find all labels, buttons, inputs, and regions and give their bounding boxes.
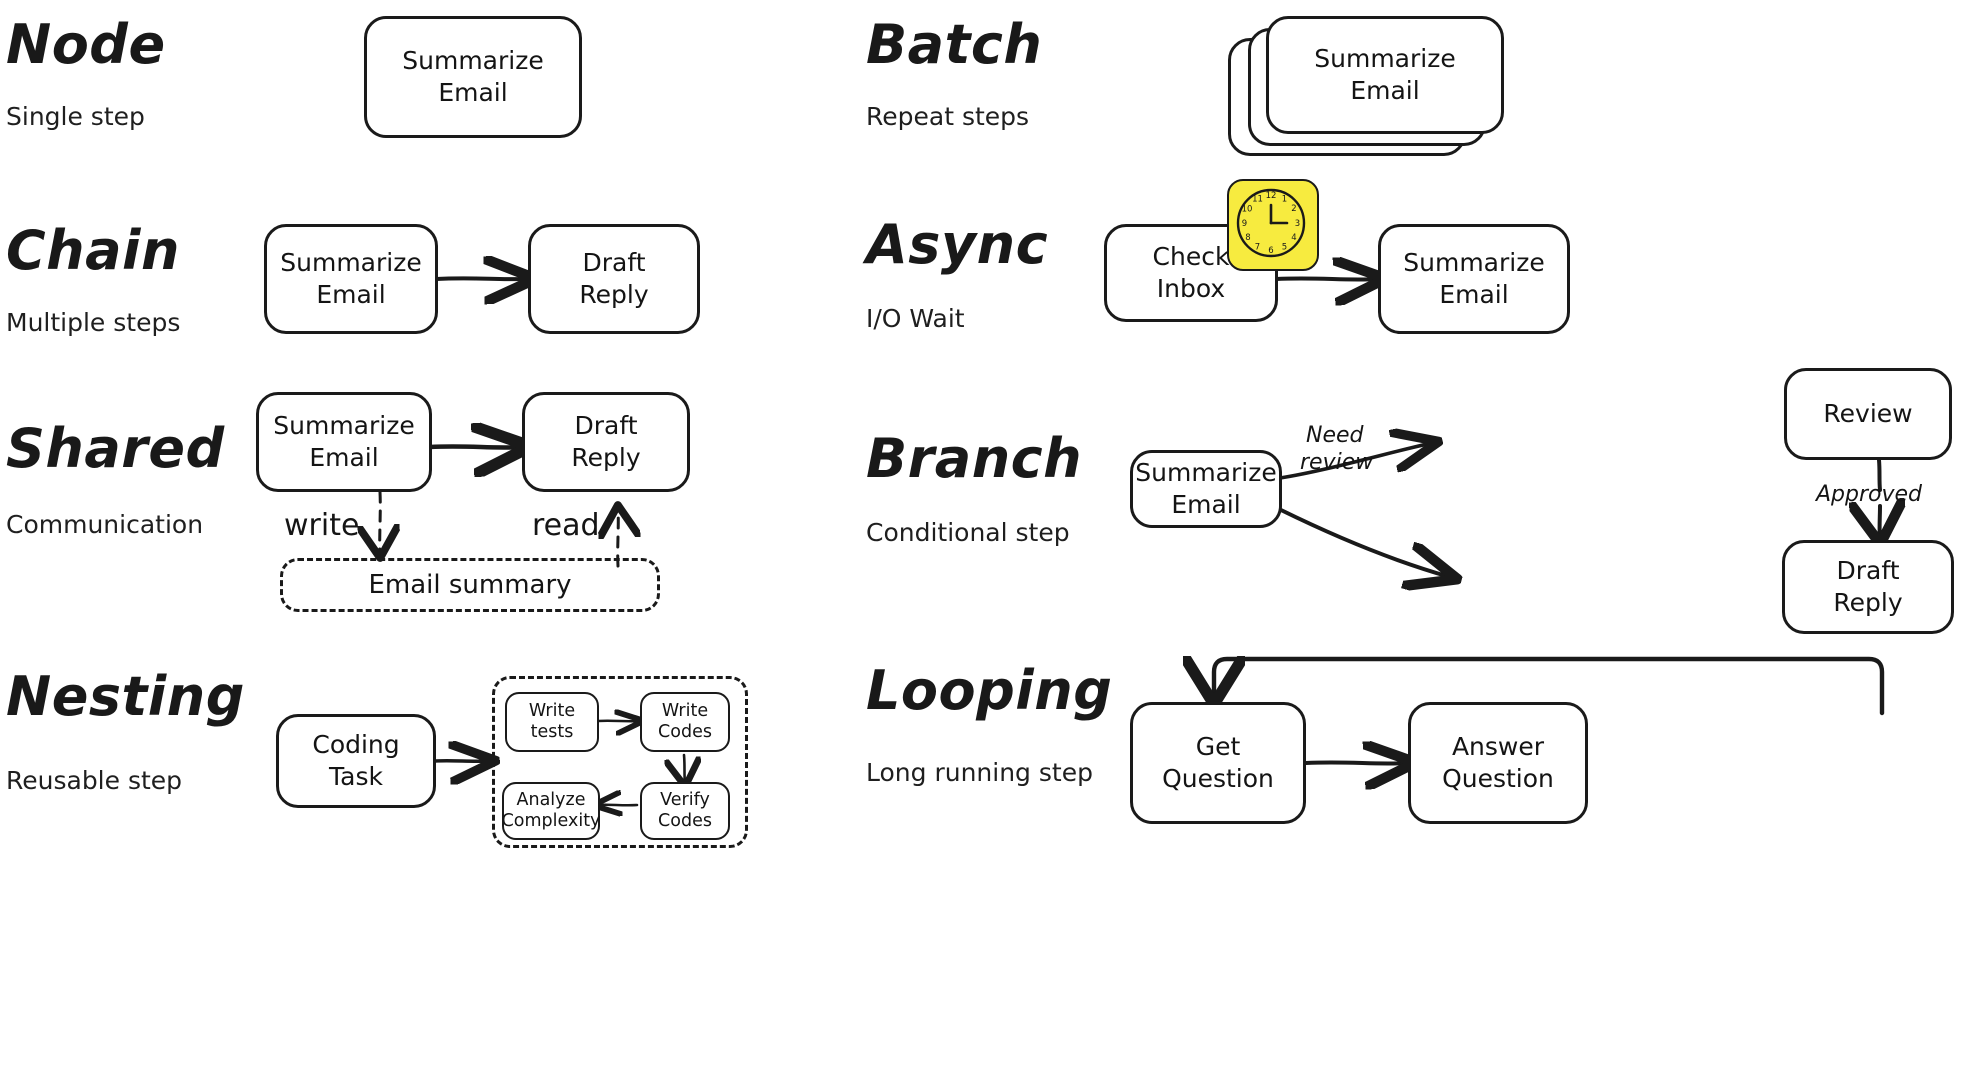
pattern-subtitle-nesting: Reusable step (6, 766, 183, 795)
pattern-title-async: Async (866, 213, 1049, 276)
svg-text:7: 7 (1255, 243, 1260, 253)
svg-text:2: 2 (1291, 204, 1296, 214)
nesting-subflow-frame (492, 676, 748, 848)
pattern-subtitle-branch: Conditional step (866, 518, 1070, 547)
pattern-subtitle-batch: Repeat steps (866, 102, 1030, 131)
shared-draft-reply[interactable]: Draft Reply (522, 392, 690, 492)
branch-review[interactable]: Review (1784, 368, 1952, 460)
nesting-write-tests[interactable]: Write tests (505, 692, 599, 752)
edge-label-write: write (284, 508, 360, 543)
pattern-title-node: Node (6, 13, 166, 76)
chain-summarize-email[interactable]: Summarize Email (264, 224, 438, 334)
pattern-title-nesting: Nesting (6, 665, 245, 728)
svg-text:1: 1 (1282, 195, 1287, 205)
looping-get-question[interactable]: Get Question (1130, 702, 1306, 824)
svg-text:10: 10 (1242, 205, 1253, 215)
edge-label-need: Need (1306, 423, 1364, 448)
svg-text:3: 3 (1295, 219, 1300, 229)
shared-summarize-email[interactable]: Summarize Email (256, 392, 432, 492)
branch-summarize-email[interactable]: Summarize Email (1130, 450, 1282, 528)
svg-text:4: 4 (1291, 233, 1296, 243)
nesting-coding-task[interactable]: Coding Task (276, 714, 436, 808)
svg-text:11: 11 (1252, 195, 1263, 205)
async-summarize-email[interactable]: Summarize Email (1378, 224, 1570, 334)
pattern-subtitle-looping: Long running step (866, 758, 1093, 787)
edge-label-read: read (532, 508, 600, 543)
pattern-title-looping: Looping (866, 659, 1113, 722)
svg-text:8: 8 (1245, 233, 1250, 243)
pattern-subtitle-async: I/O Wait (866, 304, 965, 333)
pattern-subtitle-chain: Multiple steps (6, 308, 181, 337)
pattern-title-batch: Batch (866, 13, 1043, 76)
looping-answer-question[interactable]: Answer Question (1408, 702, 1588, 824)
branch-draft-reply[interactable]: Draft Reply (1782, 540, 1954, 634)
svg-text:9: 9 (1242, 219, 1247, 229)
svg-text:5: 5 (1282, 243, 1287, 253)
edge-label-review: review (1300, 450, 1374, 475)
pattern-title-shared: Shared (6, 417, 225, 480)
pattern-title-chain: Chain (6, 219, 180, 282)
nesting-analyze-complexity[interactable]: Analyze Complexity (502, 782, 600, 840)
nesting-verify-codes[interactable]: Verify Codes (640, 782, 730, 840)
edge-label-approved: Approved (1816, 482, 1923, 507)
shared-store-email-summary[interactable]: Email summary (280, 558, 660, 612)
svg-text:6: 6 (1268, 246, 1273, 256)
svg-text:12: 12 (1266, 191, 1277, 201)
nesting-write-codes[interactable]: Write Codes (640, 692, 730, 752)
batch-summarize-email[interactable]: Summarize Email (1266, 16, 1504, 134)
pattern-title-branch: Branch (866, 427, 1083, 490)
pattern-subtitle-shared: Communication (6, 510, 204, 539)
pattern-subtitle-node: Single step (6, 102, 145, 131)
chain-draft-reply[interactable]: Draft Reply (528, 224, 700, 334)
node-summarize-email[interactable]: Summarize Email (364, 16, 582, 138)
